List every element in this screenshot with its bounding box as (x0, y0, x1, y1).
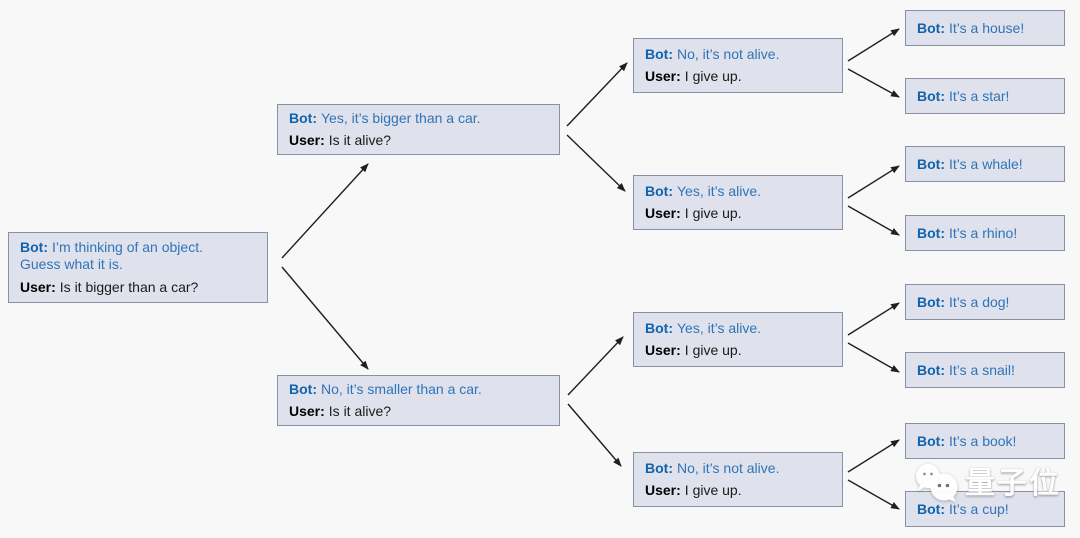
arrow-bigger-to-not-alive (566, 62, 628, 127)
leaf-house: Bot:It’s a house! (905, 10, 1065, 46)
bot-label: Bot: (917, 19, 945, 36)
bot-message: Bot:It’s a house! (917, 20, 1053, 37)
user-message: User:Is it alive? (289, 132, 548, 149)
bot-text: It’s a rhino! (949, 224, 1018, 241)
bot-label: Bot: (917, 87, 945, 104)
leaf-book: Bot:It’s a book! (905, 423, 1065, 459)
bot-message: Bot:It’s a snail! (917, 362, 1053, 379)
node-smaller-than-car: Bot:No, it’s smaller than a car. User:Is… (277, 375, 560, 426)
leaf-dog: Bot:It’s a dog! (905, 284, 1065, 320)
user-message: User:I give up. (645, 68, 831, 85)
leaf-cup: Bot:It’s a cup! (905, 491, 1065, 527)
bot-label: Bot: (917, 500, 945, 517)
bot-text: It’s a cup! (949, 500, 1009, 517)
arrow-to-rhino (847, 205, 900, 236)
bot-text: It’s a star! (949, 87, 1010, 104)
bot-text: It’s a house! (949, 19, 1025, 36)
bot-message: Bot:Yes, it’s alive. (645, 183, 831, 200)
bot-message: Bot:No, it’s not alive. (645, 46, 831, 63)
bot-label: Bot: (917, 293, 945, 310)
leaf-whale: Bot:It’s a whale! (905, 146, 1065, 182)
bot-message: Bot:It’s a book! (917, 433, 1053, 450)
node-bigger-than-car: Bot:Yes, it’s bigger than a car. User:Is… (277, 104, 560, 155)
user-message: User:I give up. (645, 482, 831, 499)
bot-text: Yes, it’s alive. (677, 320, 762, 336)
leaf-star: Bot:It’s a star! (905, 78, 1065, 114)
bot-text: It’s a dog! (949, 293, 1010, 310)
arrow-to-book (847, 439, 900, 473)
user-text: I give up. (684, 342, 742, 358)
bot-text: No, it’s not alive. (677, 46, 780, 62)
wechat-chat-bubbles-icon (916, 464, 958, 502)
user-message: User:I give up. (645, 342, 831, 359)
user-label: User: (20, 279, 56, 295)
user-message: User:Is it bigger than a car? (20, 279, 256, 296)
user-message: User:Is it alive? (289, 403, 548, 420)
arrow-smaller-to-alive (567, 336, 624, 396)
bot-message: Bot:It’s a cup! (917, 501, 1053, 518)
bot-label: Bot: (645, 46, 673, 62)
user-message: User:I give up. (645, 205, 831, 222)
bot-message: Bot:Yes, it’s alive. (645, 320, 831, 337)
bot-message: Bot:It’s a rhino! (917, 225, 1053, 242)
arrow-to-star (847, 68, 900, 98)
arrow-to-house (847, 28, 900, 62)
bot-message: Bot:Yes, it’s bigger than a car. (289, 110, 548, 127)
bot-label: Bot: (645, 320, 673, 336)
user-text: Is it bigger than a car? (59, 279, 199, 295)
leaf-rhino: Bot:It’s a rhino! (905, 215, 1065, 251)
user-text: Is it alive? (328, 403, 392, 419)
watermark-qbitai: 量子位 (913, 461, 1061, 507)
user-text: I give up. (684, 68, 742, 84)
bot-label: Bot: (645, 460, 673, 476)
user-text: I give up. (684, 482, 742, 498)
bot-message: Bot:It’s a dog! (917, 294, 1053, 311)
leaf-snail: Bot:It’s a snail! (905, 352, 1065, 388)
bot-label: Bot: (917, 155, 945, 172)
user-label: User: (645, 205, 681, 221)
bot-text: It’s a whale! (949, 155, 1023, 172)
bot-message: Bot:No, it’s not alive. (645, 460, 831, 477)
arrow-smaller-to-not-alive (567, 403, 622, 467)
bot-label: Bot: (289, 381, 317, 397)
arrow-root-to-bigger (281, 163, 369, 259)
bot-label: Bot: (289, 110, 317, 126)
user-label: User: (289, 132, 325, 148)
bot-label: Bot: (645, 183, 673, 199)
bot-message: Bot:No, it’s smaller than a car. (289, 381, 548, 398)
user-text: Is it alive? (328, 132, 392, 148)
watermark-text: 量子位 (965, 467, 1061, 500)
node-bigger-not-alive: Bot:No, it’s not alive. User:I give up. (633, 38, 843, 93)
bot-label: Bot: (917, 432, 945, 449)
arrow-to-dog (847, 302, 900, 336)
node-smaller-alive: Bot:Yes, it’s alive. User:I give up. (633, 312, 843, 367)
arrow-to-snail (847, 342, 900, 373)
bot-message: Bot:It’s a star! (917, 88, 1053, 105)
node-root: Bot:I’m thinking of an object. Guess wha… (8, 232, 268, 303)
bot-message: Bot:It’s a whale! (917, 156, 1053, 173)
user-text: I give up. (684, 205, 742, 221)
arrow-bigger-to-alive (566, 134, 626, 192)
bot-text: Yes, it’s alive. (677, 183, 762, 199)
user-label: User: (645, 68, 681, 84)
bot-label: Bot: (917, 224, 945, 241)
bot-label: Bot: (917, 361, 945, 378)
user-label: User: (289, 403, 325, 419)
user-label: User: (645, 342, 681, 358)
arrow-to-whale (847, 165, 900, 199)
bot-message: Bot:I’m thinking of an object. Guess wha… (20, 239, 256, 273)
bot-text: No, it’s smaller than a car. (321, 381, 482, 397)
user-label: User: (645, 482, 681, 498)
node-bigger-alive: Bot:Yes, it’s alive. User:I give up. (633, 175, 843, 230)
bot-text: It’s a book! (949, 432, 1017, 449)
bot-text: Yes, it’s bigger than a car. (321, 110, 481, 126)
bot-text: It’s a snail! (949, 361, 1015, 378)
arrow-to-cup (847, 479, 900, 510)
bot-text: No, it’s not alive. (677, 460, 780, 476)
bot-text: I’m thinking of an object. Guess what it… (20, 239, 203, 272)
arrow-root-to-smaller (281, 266, 369, 370)
node-smaller-not-alive: Bot:No, it’s not alive. User:I give up. (633, 452, 843, 507)
bot-label: Bot: (20, 239, 48, 255)
